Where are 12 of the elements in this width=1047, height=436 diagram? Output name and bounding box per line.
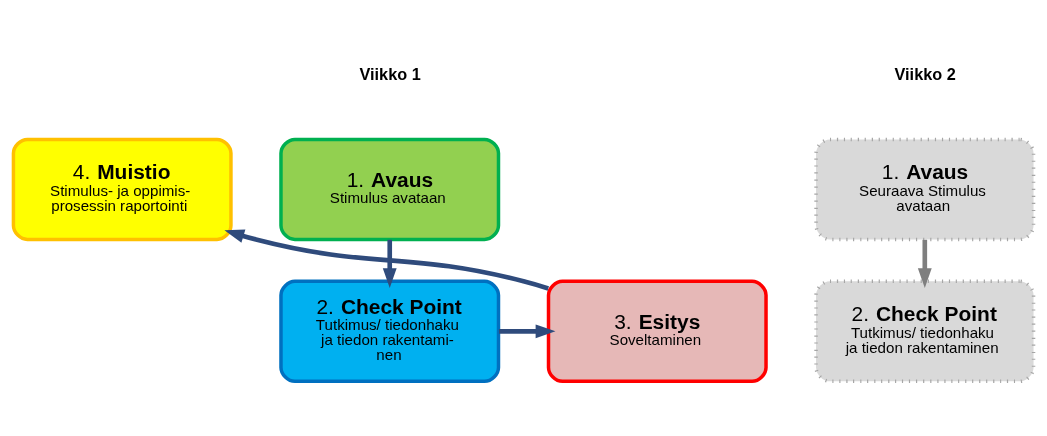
- node-box: 3. Esitys Soveltaminen: [546, 279, 768, 383]
- arrow: [498, 323, 556, 338]
- node-box: 4. Muistio Stimulus- ja oppimis- prosessin raportointi: [11, 137, 233, 241]
- node-box: 2. Check Point Tutkimus/ tiedonhaku ja tiedon rakentami- nen: [279, 279, 501, 383]
- node-box: 1. Avaus Seuraava Stimulus avataan: [814, 137, 1036, 241]
- arrow: [382, 239, 397, 288]
- node-box: 1. Avaus Stimulus avataan: [279, 137, 501, 241]
- label: Viikko 2: [894, 64, 956, 83]
- arrow: [224, 228, 549, 291]
- arrow: [917, 239, 932, 288]
- node-box: 2. Check Point Tutkimus/ tiedonhaku ja tiedon rakentaminen: [814, 279, 1036, 383]
- label: Viikko 1: [359, 64, 421, 83]
